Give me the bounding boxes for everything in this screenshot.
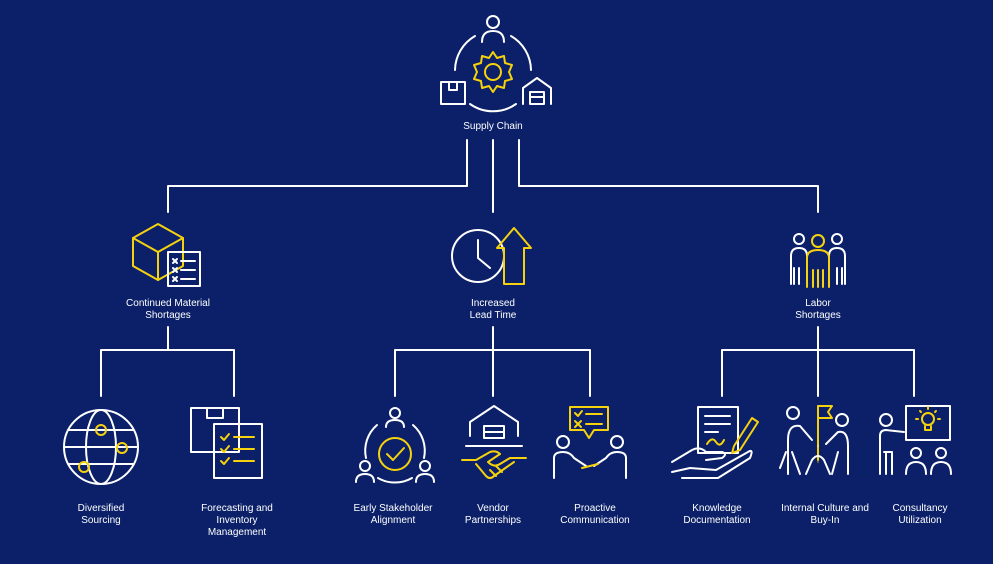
handshake-warehouse-icon <box>462 406 526 478</box>
stakeholder-circle-icon <box>356 408 434 483</box>
supply-chain-icon <box>441 16 551 111</box>
workers-group-icon <box>791 234 845 287</box>
leaf-label-vendor-partnerships: Vendor Partnerships <box>443 503 543 527</box>
branch-label-material-shortages: Continued Material Shortages <box>93 298 243 322</box>
leaf-label-proactive-communication: Proactive Communication <box>540 503 650 527</box>
leaf-label-stakeholder-alignment: Early Stakeholder Alignment <box>333 503 453 527</box>
box-checklist-icon <box>133 224 200 286</box>
branch-label-labor-shortages: Labor Shortages <box>758 298 878 322</box>
inventory-checklist-icon <box>191 408 262 478</box>
presentation-bulb-icon <box>880 406 951 474</box>
connectors <box>101 140 914 396</box>
leaf-label-consultancy-utilization: Consultancy Utilization <box>868 503 972 527</box>
leaf-label-diversified-sourcing: Diversified Sourcing <box>46 503 156 527</box>
document-hand-icon <box>672 407 758 478</box>
team-flag-icon <box>780 406 848 474</box>
branch-label-lead-time: Increased Lead Time <box>433 298 553 322</box>
leaf-label-forecasting: Forecasting and Inventory Management <box>177 503 297 539</box>
globe-network-icon <box>64 410 138 484</box>
root-label: Supply Chain <box>433 121 553 133</box>
clock-arrow-up-icon <box>452 228 531 284</box>
chat-people-icon <box>554 407 626 478</box>
leaf-label-knowledge-documentation: Knowledge Documentation <box>662 503 772 527</box>
